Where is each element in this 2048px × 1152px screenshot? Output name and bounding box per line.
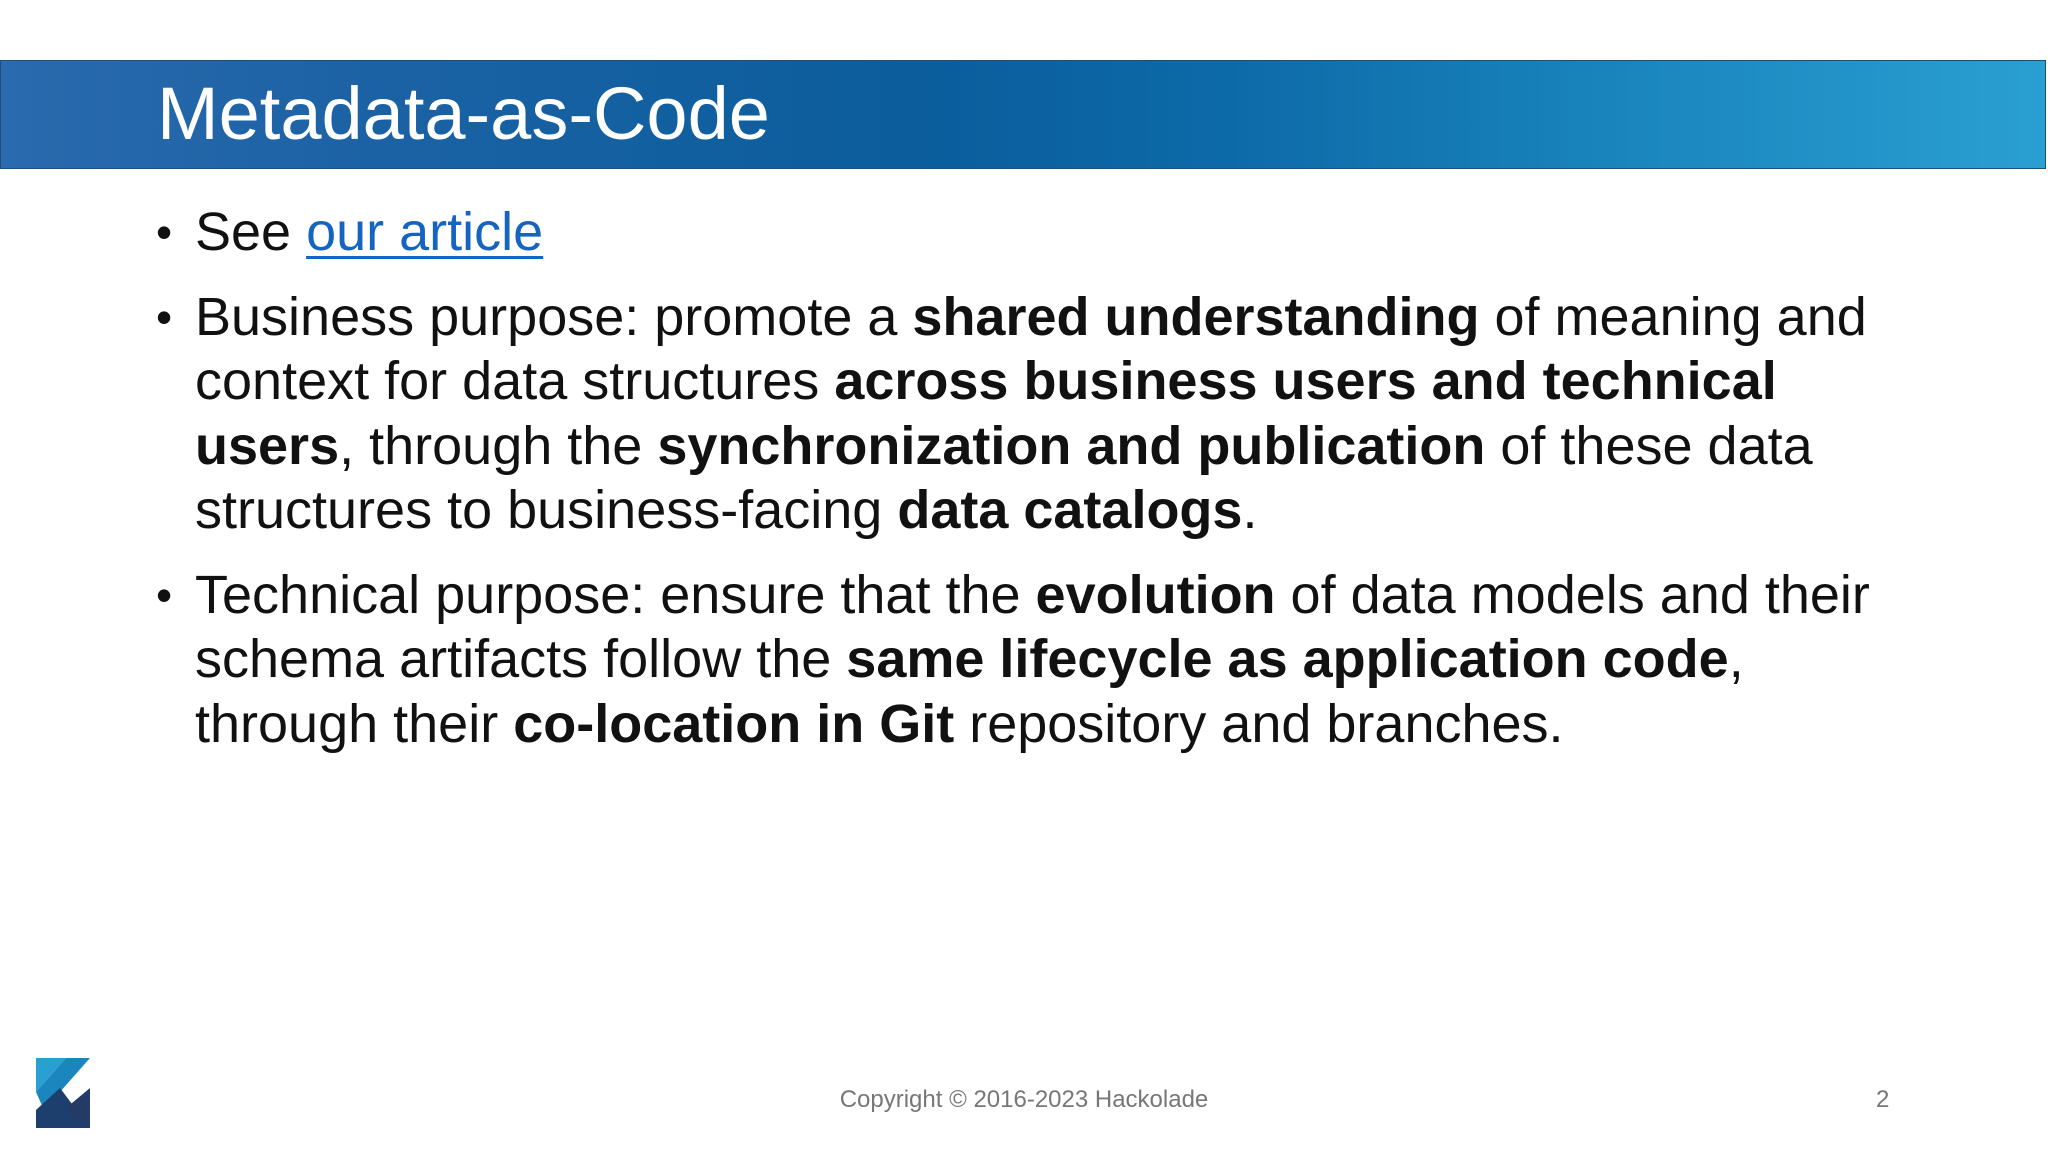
bullet-text: See our article [195,202,544,262]
bullet-dot-icon: • [156,290,173,343]
bullet-item-see-article: • See our article [150,200,1910,265]
title-bar: Metadata-as-Code [0,60,2046,169]
page-number: 2 [1876,1086,1890,1113]
footer-copyright: Copyright © 2016-2023 Hackolade [839,1086,1209,1113]
bullet-text: Technical purpose: ensure that the evolu… [195,564,1870,754]
bullet-text: Business purpose: promote a shared under… [195,286,1867,541]
bullet-list: • See our article • Business purpose: pr… [150,200,1910,776]
bullet-item-technical-purpose: • Technical purpose: ensure that the evo… [150,563,1910,757]
slide-title: Metadata-as-Code [157,72,770,155]
bullet-dot-icon: • [156,206,173,258]
our-article-link[interactable]: our article [306,202,544,262]
hackolade-logo-icon [36,1058,90,1128]
bullet-item-business-purpose: • Business purpose: promote a shared und… [150,285,1910,543]
bullet-dot-icon: • [156,568,173,621]
